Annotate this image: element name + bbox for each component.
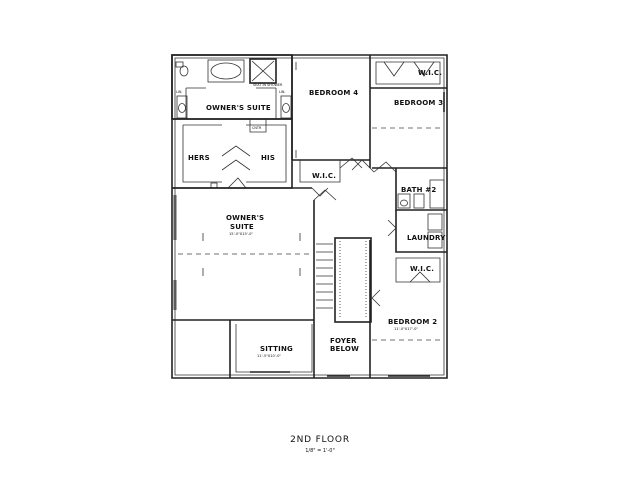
foyer-below-label: BELOW xyxy=(330,345,359,353)
hers-closet-label: HERS xyxy=(188,154,210,162)
linen-label-right: LIN. xyxy=(279,90,286,94)
bedroom-2-label: BEDROOM 2 xyxy=(388,318,437,326)
foyer-label: FOYER xyxy=(330,337,357,345)
bath-2-label: BATH #2 xyxy=(401,186,436,194)
wic-bed4-label: W.I.C. xyxy=(312,172,336,180)
laundry-label: LAUNDRY xyxy=(407,234,446,242)
bedroom-2-dim: 11'-0"X17'-0" xyxy=(394,327,418,331)
toilet-icon xyxy=(175,61,189,77)
sitting-room xyxy=(229,320,313,378)
shower-label: SEAT IN SHOWER xyxy=(253,83,283,87)
drawing-scale: 1/8" = 1'-0" xyxy=(305,448,335,454)
sitting-dim: 11'-5"X10'-0" xyxy=(257,354,281,358)
his-closet-label: HIS xyxy=(261,154,275,162)
bedroom-3-room xyxy=(370,61,447,169)
laundry-room xyxy=(387,210,447,253)
owners-suite-bath-label: OWNER'S SUITE xyxy=(206,104,271,112)
owners-suite-label: OWNER'S xyxy=(226,214,264,222)
sitting-label: SITTING xyxy=(260,345,293,353)
owners-suite-label-2: SUITE xyxy=(230,223,254,231)
drawing-caption: 2ND FLOOR 1/8" = 1'-0" xyxy=(290,435,350,454)
owners-suite-room xyxy=(172,187,314,321)
owners-suite-dim: 15'-0"X15'-0" xyxy=(229,232,253,236)
drawing-title: 2ND FLOOR xyxy=(290,435,350,445)
shower-icon xyxy=(249,58,277,84)
stair-foyer-area xyxy=(313,189,372,378)
bathtub-icon xyxy=(207,59,245,83)
owners-bath-area xyxy=(171,54,293,133)
wic-bed3-label: W.I.C. xyxy=(418,69,442,77)
bedroom-4-label: BEDROOM 4 xyxy=(309,89,358,97)
bedroom-4-room xyxy=(291,55,371,183)
linen-label-left: LIN. xyxy=(176,90,183,94)
counter-label: CNTR xyxy=(252,126,262,130)
wic-bed2-label: W.I.C. xyxy=(410,265,434,273)
room-labels: LIN. LIN. SEAT IN SHOWER CNTR OWNER'S SU… xyxy=(176,69,446,358)
hall-doors xyxy=(311,159,397,197)
bedroom-3-label: BEDROOM 3 xyxy=(394,99,443,107)
bedroom-2-room xyxy=(371,257,444,377)
sink-left-icon xyxy=(176,95,188,119)
sink-right-icon xyxy=(280,95,292,119)
